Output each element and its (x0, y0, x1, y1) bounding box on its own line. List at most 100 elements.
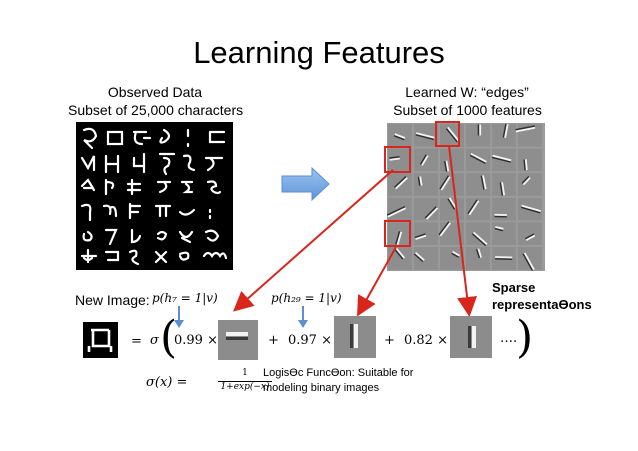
feature-edge-light (395, 177, 408, 190)
plus-sign-2: + (384, 333, 395, 348)
feature-edge-dark (438, 221, 450, 236)
feature-patch-cell (414, 222, 438, 245)
character-glyphs-graphic (80, 127, 228, 266)
feature-edge-dark (414, 233, 426, 239)
feature-patch-cell (492, 173, 516, 196)
sparse-label-line2: representaƟons (492, 297, 592, 312)
feature-edge-light (521, 204, 542, 212)
feature-patch-cell (466, 222, 490, 245)
feature-patch-cell (492, 247, 516, 270)
feature-edge-dark (525, 233, 535, 240)
slide-title: Learning Features (193, 35, 445, 70)
feature-edge-light (448, 197, 457, 209)
feature-patch-cell (518, 197, 542, 221)
feature-edge-light (447, 126, 460, 142)
feature-edge-dark (522, 253, 534, 271)
feature-patch-h29 (334, 316, 376, 358)
feature-edge-dark (419, 154, 427, 165)
sigma-symbol: σ (150, 333, 159, 348)
observed-subset-label: Subset of 25,000 characters (68, 102, 244, 118)
feature-edge-light (421, 155, 429, 166)
feature-edge-dark (444, 160, 448, 172)
feature-edge-dark (494, 227, 504, 232)
feature-edge-dark (413, 253, 424, 263)
feature-edge-light (472, 231, 488, 245)
feature-edge-dark (424, 206, 437, 219)
feature-patch-cell (440, 247, 464, 270)
feature-patches-graphic (386, 123, 542, 271)
feature-patch-cell (414, 247, 438, 270)
feature-edge-light (468, 200, 480, 216)
feature-edge-dark (447, 198, 456, 210)
feature-edge-dark (520, 206, 541, 214)
equals-sign: = (131, 334, 142, 349)
plus-sign-1: + (268, 333, 279, 348)
feature-edge-light (504, 124, 509, 138)
observed-characters-image (76, 122, 233, 270)
feature-edge-dark (445, 128, 458, 143)
logistic-note-line1: LogisƟc FuncƟon: Suitable for (263, 367, 414, 379)
new-image-glyph (87, 328, 113, 352)
feature-edge-light (394, 133, 406, 139)
feature-edge-light (524, 159, 528, 171)
feature-patch-cell (466, 247, 490, 270)
feature-edge-dark (521, 175, 530, 184)
feature-patch-cell (388, 247, 412, 270)
feature-edge-dark (523, 159, 526, 171)
sigmoid-denominator: 1+exp(−x) (220, 382, 270, 392)
feature-patch-cell (518, 247, 542, 270)
feature-edge-light (445, 160, 450, 172)
feature-edge-dark (393, 248, 404, 260)
feature-patch-h7 (218, 320, 258, 360)
new-image-patch (83, 322, 118, 358)
feature-patch-cell (466, 197, 490, 221)
feature-edge-dark (499, 182, 504, 196)
coefficient-3: 0.82 × (404, 333, 448, 348)
logistic-note-line2: modeling binary images (263, 382, 380, 394)
feature-edge-dark (393, 135, 405, 141)
feature-edge-dark (393, 176, 407, 188)
prob-h29-label: p(h₂₉ = 1|v) (271, 291, 342, 305)
feature-edge-light (419, 176, 423, 186)
feature-edge-light (415, 234, 427, 241)
feature-patch-cell (388, 148, 412, 172)
feature-edge-light (396, 231, 403, 246)
feature-edge-dark (389, 156, 400, 159)
feature-patch-cell (518, 173, 542, 196)
feature-edge-light (523, 252, 535, 271)
feature-patch-cell (518, 222, 542, 245)
feature-edge-dark (417, 176, 421, 186)
feature-edge-light (470, 152, 487, 163)
sparse-label-line1: Sparse (492, 280, 536, 295)
feature-edge-dark (467, 199, 478, 215)
sigmoid-lhs: σ(x) = (146, 375, 188, 390)
feature-edge-dark (415, 134, 434, 141)
feature-edge-dark (386, 205, 406, 216)
feature-edge-dark (502, 123, 507, 138)
feature-edge-dark (492, 156, 511, 163)
feature-edge-light (477, 248, 482, 258)
prob-h7-label: p(h₇ = 1|v) (152, 291, 218, 305)
fraction-bar (218, 381, 272, 382)
feature-edge-dark (469, 154, 486, 164)
feature-edge-light (515, 126, 536, 133)
learned-features-image (386, 123, 545, 271)
right-paren: ) (516, 312, 534, 363)
feature-edge-dark (395, 231, 401, 245)
feature-edge-light (415, 132, 435, 139)
feature-edge-light (439, 222, 452, 237)
feature-edge-light (394, 246, 406, 259)
feature-patch-third (450, 316, 492, 358)
feature-edge-light (452, 250, 460, 257)
coefficient-2: 0.97 × (288, 333, 332, 348)
feature-edge-light (389, 157, 400, 161)
feature-edge-light (492, 154, 512, 162)
feature-edge-light (495, 225, 504, 230)
feature-edge-dark (475, 248, 481, 259)
feature-edge-dark (480, 175, 485, 190)
observed-data-label: Observed Data (107, 84, 203, 100)
highlight-box-feature-top (435, 121, 460, 147)
new-image-label: New Image: (75, 292, 150, 308)
right-arrow-icon (281, 166, 330, 202)
